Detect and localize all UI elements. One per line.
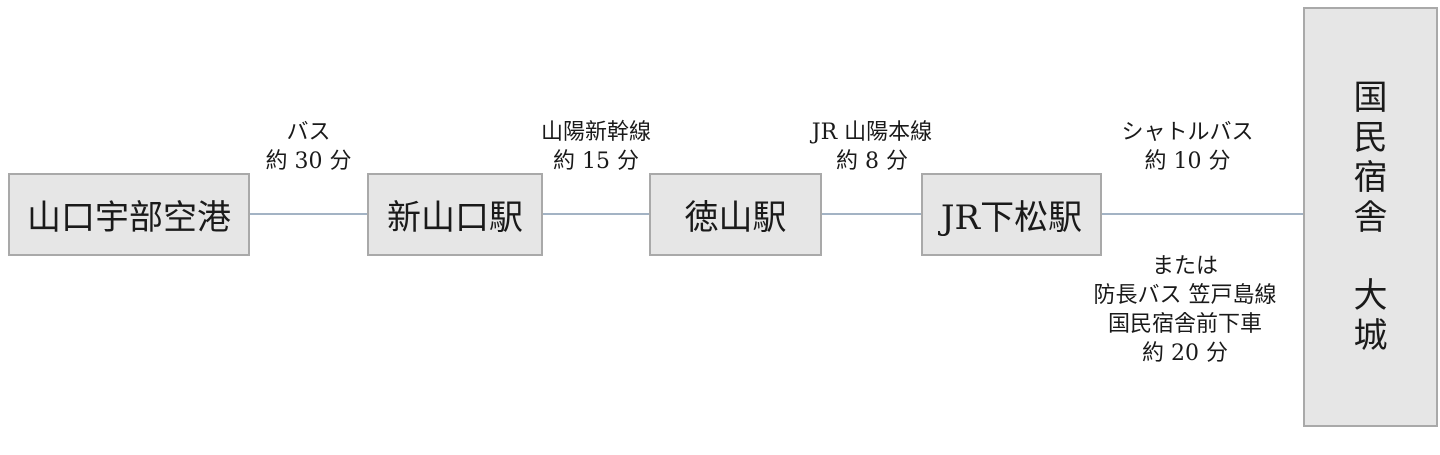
route-time: 約 8 分 — [836, 149, 908, 174]
destination-char: 大 — [1353, 276, 1388, 316]
alt-line: 防長バス 笠戸島線 — [1093, 283, 1277, 308]
route-label-sanyo-main-line: JR 山陽本線 約 8 分 — [796, 118, 948, 176]
route-mode: JR 山陽本線 — [811, 120, 933, 145]
alt-intro: または — [1151, 254, 1218, 279]
route-time: 約 15 分 — [553, 149, 639, 174]
station-tokuyama: 徳山駅 — [649, 173, 822, 256]
route-label-alternative-bus: または 防長バス 笠戸島線 国民宿舎前下車 約 20 分 — [1072, 252, 1298, 368]
station-label: 山口宇部空港 — [27, 198, 231, 238]
route-label-bus: バス 約 30 分 — [238, 118, 379, 176]
destination-char: 国 — [1353, 78, 1388, 118]
destination-char: 宿 — [1353, 158, 1388, 198]
route-label-shuttle-bus: シャトルバス 約 10 分 — [1095, 118, 1280, 176]
connector-airport-shinyamaguchi — [250, 213, 367, 215]
connector-kudamatsu-destination — [1102, 213, 1303, 215]
route-mode: バス — [286, 120, 331, 145]
station-label: JR下松駅 — [940, 198, 1083, 238]
route-mode: 山陽新幹線 — [540, 120, 651, 145]
station-label: 新山口駅 — [387, 198, 523, 238]
route-time: 約 30 分 — [265, 149, 352, 174]
destination-char: 民 — [1353, 118, 1388, 158]
connector-shinyamaguchi-tokuyama — [543, 213, 649, 215]
station-jr-kudamatsu: JR下松駅 — [921, 173, 1102, 256]
station-label: 徳山駅 — [684, 198, 787, 238]
route-label-shinkansen: 山陽新幹線 約 15 分 — [521, 118, 671, 176]
route-mode: シャトルバス — [1121, 120, 1254, 145]
alt-time: 約 20 分 — [1142, 341, 1228, 366]
destination-char: 舎 — [1353, 198, 1388, 238]
connector-tokuyama-kudamatsu — [822, 213, 921, 215]
destination-kokumin-shukusha-oshiro: 国 民 宿 舎 大 城 — [1303, 7, 1438, 427]
station-yamaguchi-ube-airport: 山口宇部空港 — [8, 173, 250, 256]
route-time: 約 10 分 — [1144, 149, 1231, 174]
destination-char: 城 — [1353, 316, 1388, 356]
alt-stop: 国民宿舎前下車 — [1107, 312, 1262, 337]
station-shin-yamaguchi: 新山口駅 — [367, 173, 543, 256]
